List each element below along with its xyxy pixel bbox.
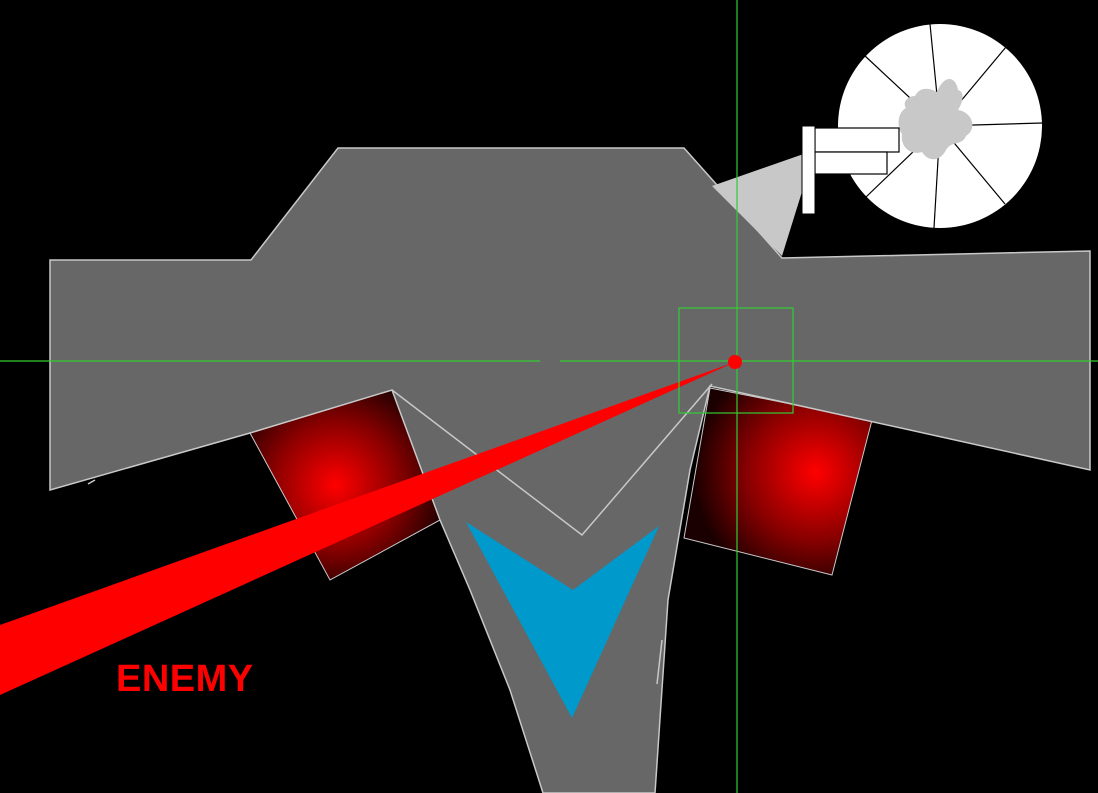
enemy-label: ENEMY xyxy=(116,658,254,700)
laser-origin-dot xyxy=(728,355,742,369)
structure-inner-v xyxy=(391,383,713,537)
radar-dish-icon xyxy=(801,23,1043,229)
structure-detail-line xyxy=(656,639,663,685)
target-reticle-icon xyxy=(678,307,794,414)
structure-detail-line xyxy=(87,479,96,485)
laser-beam xyxy=(0,362,735,695)
player-ship-arrow-icon xyxy=(466,522,659,718)
radar-blob xyxy=(898,79,973,160)
grey-structure xyxy=(49,147,1091,793)
radar-light-cone xyxy=(712,150,815,256)
